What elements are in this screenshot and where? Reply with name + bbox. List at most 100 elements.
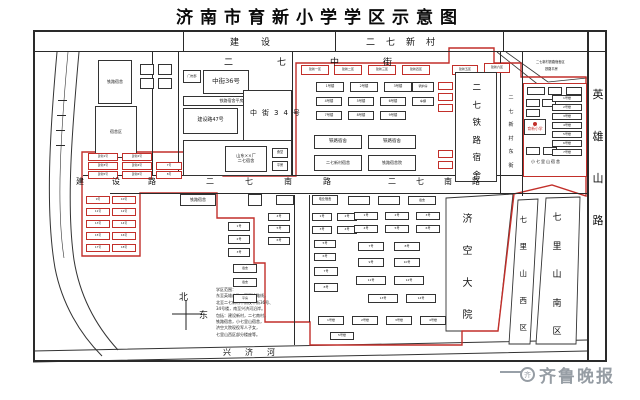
map-block: 10号	[394, 258, 420, 267]
map-block: 建新一区	[301, 65, 329, 75]
map-block	[348, 196, 370, 205]
diagonal-road	[496, 51, 588, 87]
map-block: 4号	[354, 225, 378, 233]
map-block: 11号	[356, 276, 386, 285]
map-block	[248, 194, 262, 206]
map-block	[438, 93, 453, 101]
compound-qilishan-south	[535, 196, 581, 345]
map-block: 11号	[86, 208, 110, 216]
map-block: 16号	[112, 232, 136, 240]
watermark-text: 齐鲁晚报	[539, 367, 615, 387]
map-block: 5号	[268, 225, 290, 233]
map-block: 9号	[86, 196, 110, 204]
road-label: 北	[179, 293, 189, 303]
road-label: 二七中街	[224, 58, 437, 68]
map-line	[522, 52, 523, 196]
map-block: 18号	[112, 244, 136, 252]
map-line	[152, 52, 153, 176]
map-block: 电业宿舍	[312, 195, 338, 205]
map-block: 7号	[314, 267, 338, 276]
map-line	[183, 30, 184, 51]
map-block: 3号楼	[384, 82, 412, 92]
map-line	[500, 52, 501, 194]
map-block: 2号楼	[352, 316, 378, 325]
map-block: 中街36号	[203, 70, 249, 94]
map-block: 5号楼	[330, 332, 354, 340]
map-block: 平房	[272, 161, 288, 171]
road-label: 二七南路	[206, 177, 362, 186]
map-line	[58, 100, 67, 101]
map-block: 宿舍	[233, 278, 257, 287]
map-line	[83, 175, 588, 176]
map-line	[56, 130, 65, 131]
map-block: 2号	[228, 235, 250, 244]
map-block: 3号	[416, 212, 440, 220]
map-block: 1号	[354, 212, 378, 220]
map-block	[566, 87, 582, 95]
road-label: 建设路	[76, 177, 184, 186]
map-block	[158, 64, 172, 75]
map-block: 铁路宿舍院	[368, 155, 416, 171]
map-block: 3号	[228, 248, 250, 257]
map-block: 建新四区	[402, 65, 430, 75]
map-block: 2号	[385, 212, 409, 220]
map-line	[335, 30, 336, 51]
map-block	[526, 109, 540, 117]
compound-qilishan-west	[508, 198, 539, 345]
map-block: 8号	[156, 171, 182, 179]
map-line	[292, 52, 293, 176]
map-block	[526, 99, 540, 107]
map-block: 二七新村宿舍	[314, 155, 362, 171]
map-block	[438, 104, 453, 112]
map-block: 8号	[394, 242, 420, 251]
map-block: 8号楼	[348, 111, 374, 120]
map-block: 1号	[228, 222, 250, 231]
map-block: 1号楼	[552, 95, 582, 102]
map-block: 建新5号	[88, 171, 118, 179]
map-block: 1号楼	[316, 82, 344, 92]
map-block	[438, 161, 453, 169]
road-label-vertical: 七里山西区	[519, 215, 528, 332]
map-block: 建新三区	[368, 65, 396, 75]
map-block: 铁路宿舍	[180, 194, 216, 206]
watermark: 齐 齐鲁晚报	[520, 362, 615, 387]
map-block: 6号	[314, 253, 336, 261]
map-block	[158, 78, 172, 89]
map-block: 2号楼	[350, 82, 378, 92]
map-block: 建新二区	[334, 65, 362, 75]
map-block: 9号楼	[380, 111, 406, 120]
map-block: 锅炉房	[412, 82, 434, 92]
map-block: 平房	[233, 294, 257, 303]
road-label: 中街34号	[250, 109, 305, 117]
map-block: 1号楼	[318, 316, 344, 325]
map-block: 5号	[385, 225, 409, 233]
map-block: 建新4号	[122, 162, 152, 170]
map-block: 5号楼	[348, 97, 374, 106]
district-boundary	[81, 47, 587, 346]
road-label-vertical: 济空大院	[462, 214, 473, 321]
map-block: 8号	[314, 283, 338, 292]
school-block: 育新小学	[524, 119, 546, 135]
map-block	[455, 72, 497, 182]
page-title: 济南市育新小学学区示意图	[176, 8, 464, 28]
map-block: 铁路宿舍	[314, 135, 362, 149]
map-block: 门市部	[183, 70, 201, 83]
map-line	[503, 30, 504, 51]
road-label: 兴济河	[223, 348, 289, 357]
railway-band	[48, 51, 119, 357]
road-label-vertical: 二七铁路宿舍	[472, 83, 481, 181]
map-block: 4号楼	[552, 122, 582, 129]
map-line	[33, 30, 606, 32]
road-label: 建设	[230, 38, 293, 48]
map-block: 山东××厂 二七宿舍	[225, 146, 267, 172]
map-block: 3号楼	[552, 113, 582, 120]
map-block: 宿舍	[233, 264, 257, 273]
map-line	[294, 195, 295, 345]
map-block: 3号	[312, 226, 332, 234]
map-block: 7号	[358, 242, 384, 251]
map-block	[527, 87, 545, 95]
map-line	[57, 115, 66, 116]
map-block: 7号楼	[316, 111, 342, 120]
circle-logo-icon: 齐	[520, 367, 535, 382]
